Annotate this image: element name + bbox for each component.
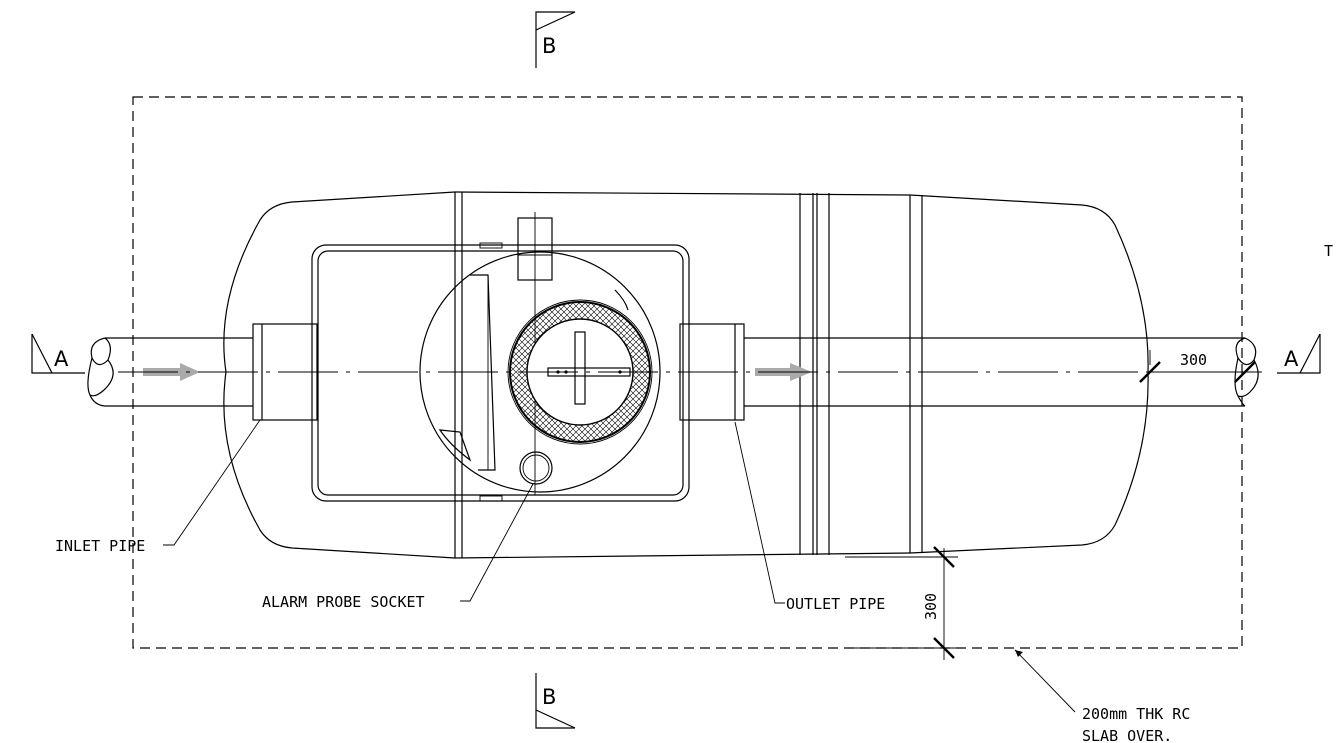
section-marker-a-left: A bbox=[31, 333, 85, 374]
leader-slab: 200mm THK RC SLAB OVER. bbox=[1014, 649, 1190, 743]
leader-alarm: ALARM PROBE SOCKET bbox=[262, 483, 534, 611]
section-label-b-bottom: B bbox=[542, 685, 556, 709]
section-label-b-top: B bbox=[542, 34, 556, 58]
label-edge-fragment: T bbox=[1324, 242, 1333, 260]
section-marker-b-top: B bbox=[535, 11, 576, 68]
label-alarm-probe-socket: ALARM PROBE SOCKET bbox=[262, 593, 425, 611]
section-label-a-left: A bbox=[54, 347, 69, 371]
dimension-vertical: 300 bbox=[845, 546, 958, 660]
dimension-horizontal-value: 300 bbox=[1180, 351, 1207, 369]
tank-body bbox=[223, 191, 1149, 559]
label-outlet-pipe: OUTLET PIPE bbox=[786, 595, 885, 613]
cover-ring bbox=[507, 299, 653, 445]
dimension-vertical-value: 300 bbox=[922, 593, 940, 620]
dimension-horizontal: 300 bbox=[1139, 350, 1256, 383]
label-slab-line1: 200mm THK RC bbox=[1082, 705, 1190, 723]
alarm-probe-socket bbox=[519, 451, 553, 485]
section-label-a-right: A bbox=[1284, 347, 1299, 371]
label-inlet-pipe: INLET PIPE bbox=[55, 537, 145, 555]
leader-inlet: INLET PIPE bbox=[55, 419, 261, 555]
access-chamber bbox=[311, 242, 690, 502]
label-slab-line2: SLAB OVER. bbox=[1082, 727, 1172, 743]
section-marker-b-bottom: B bbox=[535, 673, 576, 729]
leader-outlet: OUTLET PIPE bbox=[734, 421, 885, 613]
section-marker-a-right: A bbox=[1277, 333, 1321, 374]
slab-outline bbox=[132, 96, 1243, 649]
